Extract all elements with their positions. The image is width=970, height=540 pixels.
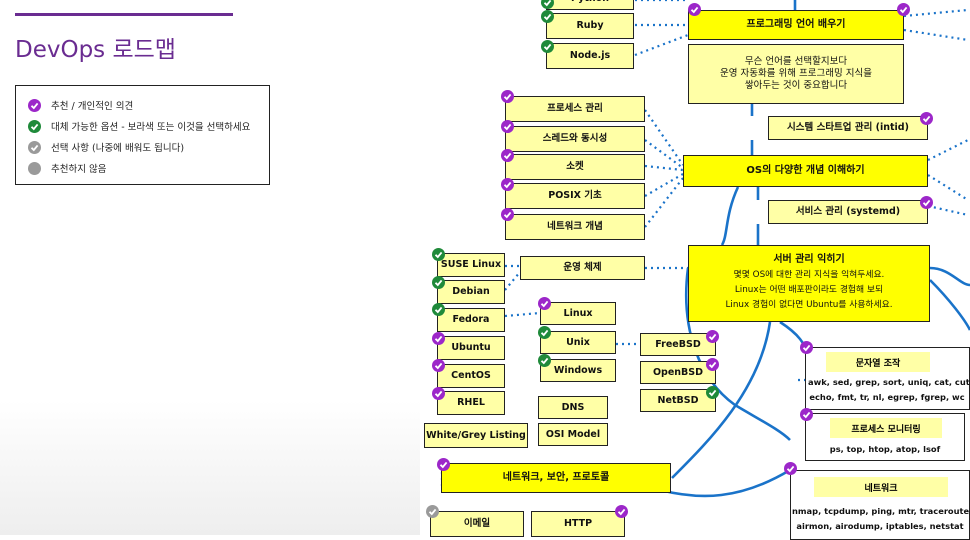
check-icon [541, 40, 554, 53]
node-netbsd[interactable]: NetBSD [640, 389, 716, 412]
desc-line: Linux 경험이 없다면 Ubuntu를 사용하세요. [725, 300, 893, 311]
page-title: DevOps 로드맵 [15, 37, 176, 63]
node-posix[interactable]: POSIX 기초 [505, 183, 645, 209]
node-title: 서버 관리 익히기 [773, 253, 845, 265]
node-unix[interactable]: Unix [540, 331, 616, 354]
tools-process-line: ps, top, htop, atop, lsof [829, 444, 941, 454]
check-icon [28, 98, 41, 112]
check-icon [432, 276, 445, 289]
node-learn-language[interactable]: 프로그래밍 언어 배우기 [688, 10, 904, 40]
node-process-mgmt[interactable]: 프로세스 관리 [505, 96, 645, 122]
node-rhel[interactable]: RHEL [437, 391, 505, 415]
check-icon [541, 0, 554, 9]
node-nodejs[interactable]: Node.js [546, 43, 634, 69]
check-icon [800, 341, 813, 354]
desc-line: 쌓아두는 것이 중요합니다 [744, 79, 848, 91]
circle-icon [28, 161, 41, 175]
node-debian[interactable]: Debian [437, 280, 505, 304]
check-icon [432, 303, 445, 316]
legend-item-recommended: 추천 / 개인적인 의견 [28, 98, 133, 112]
check-icon [706, 330, 719, 343]
node-email[interactable]: 이메일 [430, 511, 524, 537]
node-white-grey-listing[interactable]: White/Grey Listing [424, 423, 528, 448]
node-operating-system[interactable]: 운영 체제 [520, 256, 645, 280]
node-network-security[interactable]: 네트워크, 보안, 프로토콜 [441, 463, 671, 493]
node-startup-mgmt[interactable]: 시스템 스타트업 관리 (intid) [768, 116, 928, 140]
legend-item-not-recommended: 추천하지 않음 [28, 161, 106, 175]
legend-label: 추천하지 않음 [51, 164, 107, 175]
check-icon [800, 408, 813, 421]
node-dns[interactable]: DNS [538, 396, 608, 419]
check-icon [784, 462, 797, 475]
node-server-admin[interactable]: 서버 관리 익히기 몇몇 OS에 대한 관리 지식을 익혀두세요. Linux는… [688, 245, 930, 322]
check-icon [706, 358, 719, 371]
node-os-concepts[interactable]: OS의 다양한 개념 이해하기 [683, 155, 928, 187]
legend-label: 추천 / 개인적인 의견 [51, 101, 134, 112]
check-icon [538, 297, 551, 310]
node-osi-model[interactable]: OSI Model [538, 423, 608, 446]
tools-text-line: echo, fmt, tr, nl, egrep, fgrep, wc [809, 392, 965, 402]
check-icon [501, 178, 514, 191]
node-service-mgmt[interactable]: 서비스 관리 (systemd) [768, 200, 928, 224]
node-windows[interactable]: Windows [540, 359, 616, 382]
node-sockets[interactable]: 소켓 [505, 154, 645, 180]
node-suse[interactable]: SUSE Linux [437, 253, 505, 277]
check-icon [432, 332, 445, 345]
desc-line: 무슨 언어를 선택할지보다 [744, 56, 848, 68]
legend: 추천 / 개인적인 의견 대체 가능한 옵션 - 보라색 또는 이것을 선택하세… [15, 85, 270, 185]
check-icon [920, 196, 933, 209]
check-icon [501, 90, 514, 103]
check-icon [615, 505, 628, 518]
legend-label: 선택 사항 (나중에 배워도 됩니다) [51, 143, 185, 154]
node-ruby[interactable]: Ruby [546, 13, 634, 39]
legend-item-alternative: 대체 가능한 옵션 - 보라색 또는 이것을 선택하세요 [28, 119, 250, 133]
title-accent-bar [15, 13, 233, 16]
node-network-concepts[interactable]: 네트워크 개념 [505, 214, 645, 240]
tools-process-title: 프로세스 모니터링 [830, 418, 942, 438]
node-freebsd[interactable]: FreeBSD [640, 333, 716, 356]
node-threads[interactable]: 스레드와 동시성 [505, 126, 645, 152]
node-linux[interactable]: Linux [540, 302, 616, 325]
check-icon [541, 10, 554, 23]
tools-network-title: 네트워크 [814, 477, 948, 497]
node-python[interactable]: Python [546, 0, 634, 10]
desc-line: 몇몇 OS에 대한 관리 지식을 익혀두세요. [733, 270, 885, 281]
check-icon [437, 458, 450, 471]
check-icon [501, 208, 514, 221]
check-icon [501, 120, 514, 133]
check-icon [538, 354, 551, 367]
tools-text-title: 문자열 조작 [826, 352, 930, 372]
background-fade [0, 400, 420, 535]
check-icon [688, 3, 701, 16]
tools-network-line: airmon, airodump, iptables, netstat [796, 521, 964, 531]
check-icon [501, 149, 514, 162]
legend-item-optional: 선택 사항 (나중에 배워도 됩니다) [28, 140, 184, 154]
desc-line: 운영 자동화를 위해 프로그래밍 지식을 [720, 68, 872, 80]
check-icon [897, 3, 910, 16]
tools-network-line: nmap, tcpdump, ping, mtr, traceroute, di… [792, 506, 970, 516]
node-http[interactable]: HTTP [531, 511, 625, 537]
node-centos[interactable]: CentOS [437, 364, 505, 388]
desc-line: Linux는 어떤 배포판이라도 경험해 보되 [734, 285, 884, 296]
check-icon [432, 248, 445, 261]
check-icon [706, 386, 719, 399]
check-icon [426, 505, 439, 518]
node-fedora[interactable]: Fedora [437, 308, 505, 332]
check-icon [432, 387, 445, 400]
check-icon [28, 119, 41, 133]
check-icon [538, 326, 551, 339]
legend-label: 대체 가능한 옵션 - 보라색 또는 이것을 선택하세요 [51, 122, 251, 133]
node-ubuntu[interactable]: Ubuntu [437, 336, 505, 360]
check-icon [432, 359, 445, 372]
check-icon [920, 112, 933, 125]
tools-text-line: awk, sed, grep, sort, uniq, cat, cut [808, 377, 970, 387]
check-icon [28, 140, 41, 154]
node-openbsd[interactable]: OpenBSD [640, 361, 716, 384]
node-learn-language-desc: 무슨 언어를 선택할지보다 운영 자동화를 위해 프로그래밍 지식을 쌓아두는 … [688, 44, 904, 104]
